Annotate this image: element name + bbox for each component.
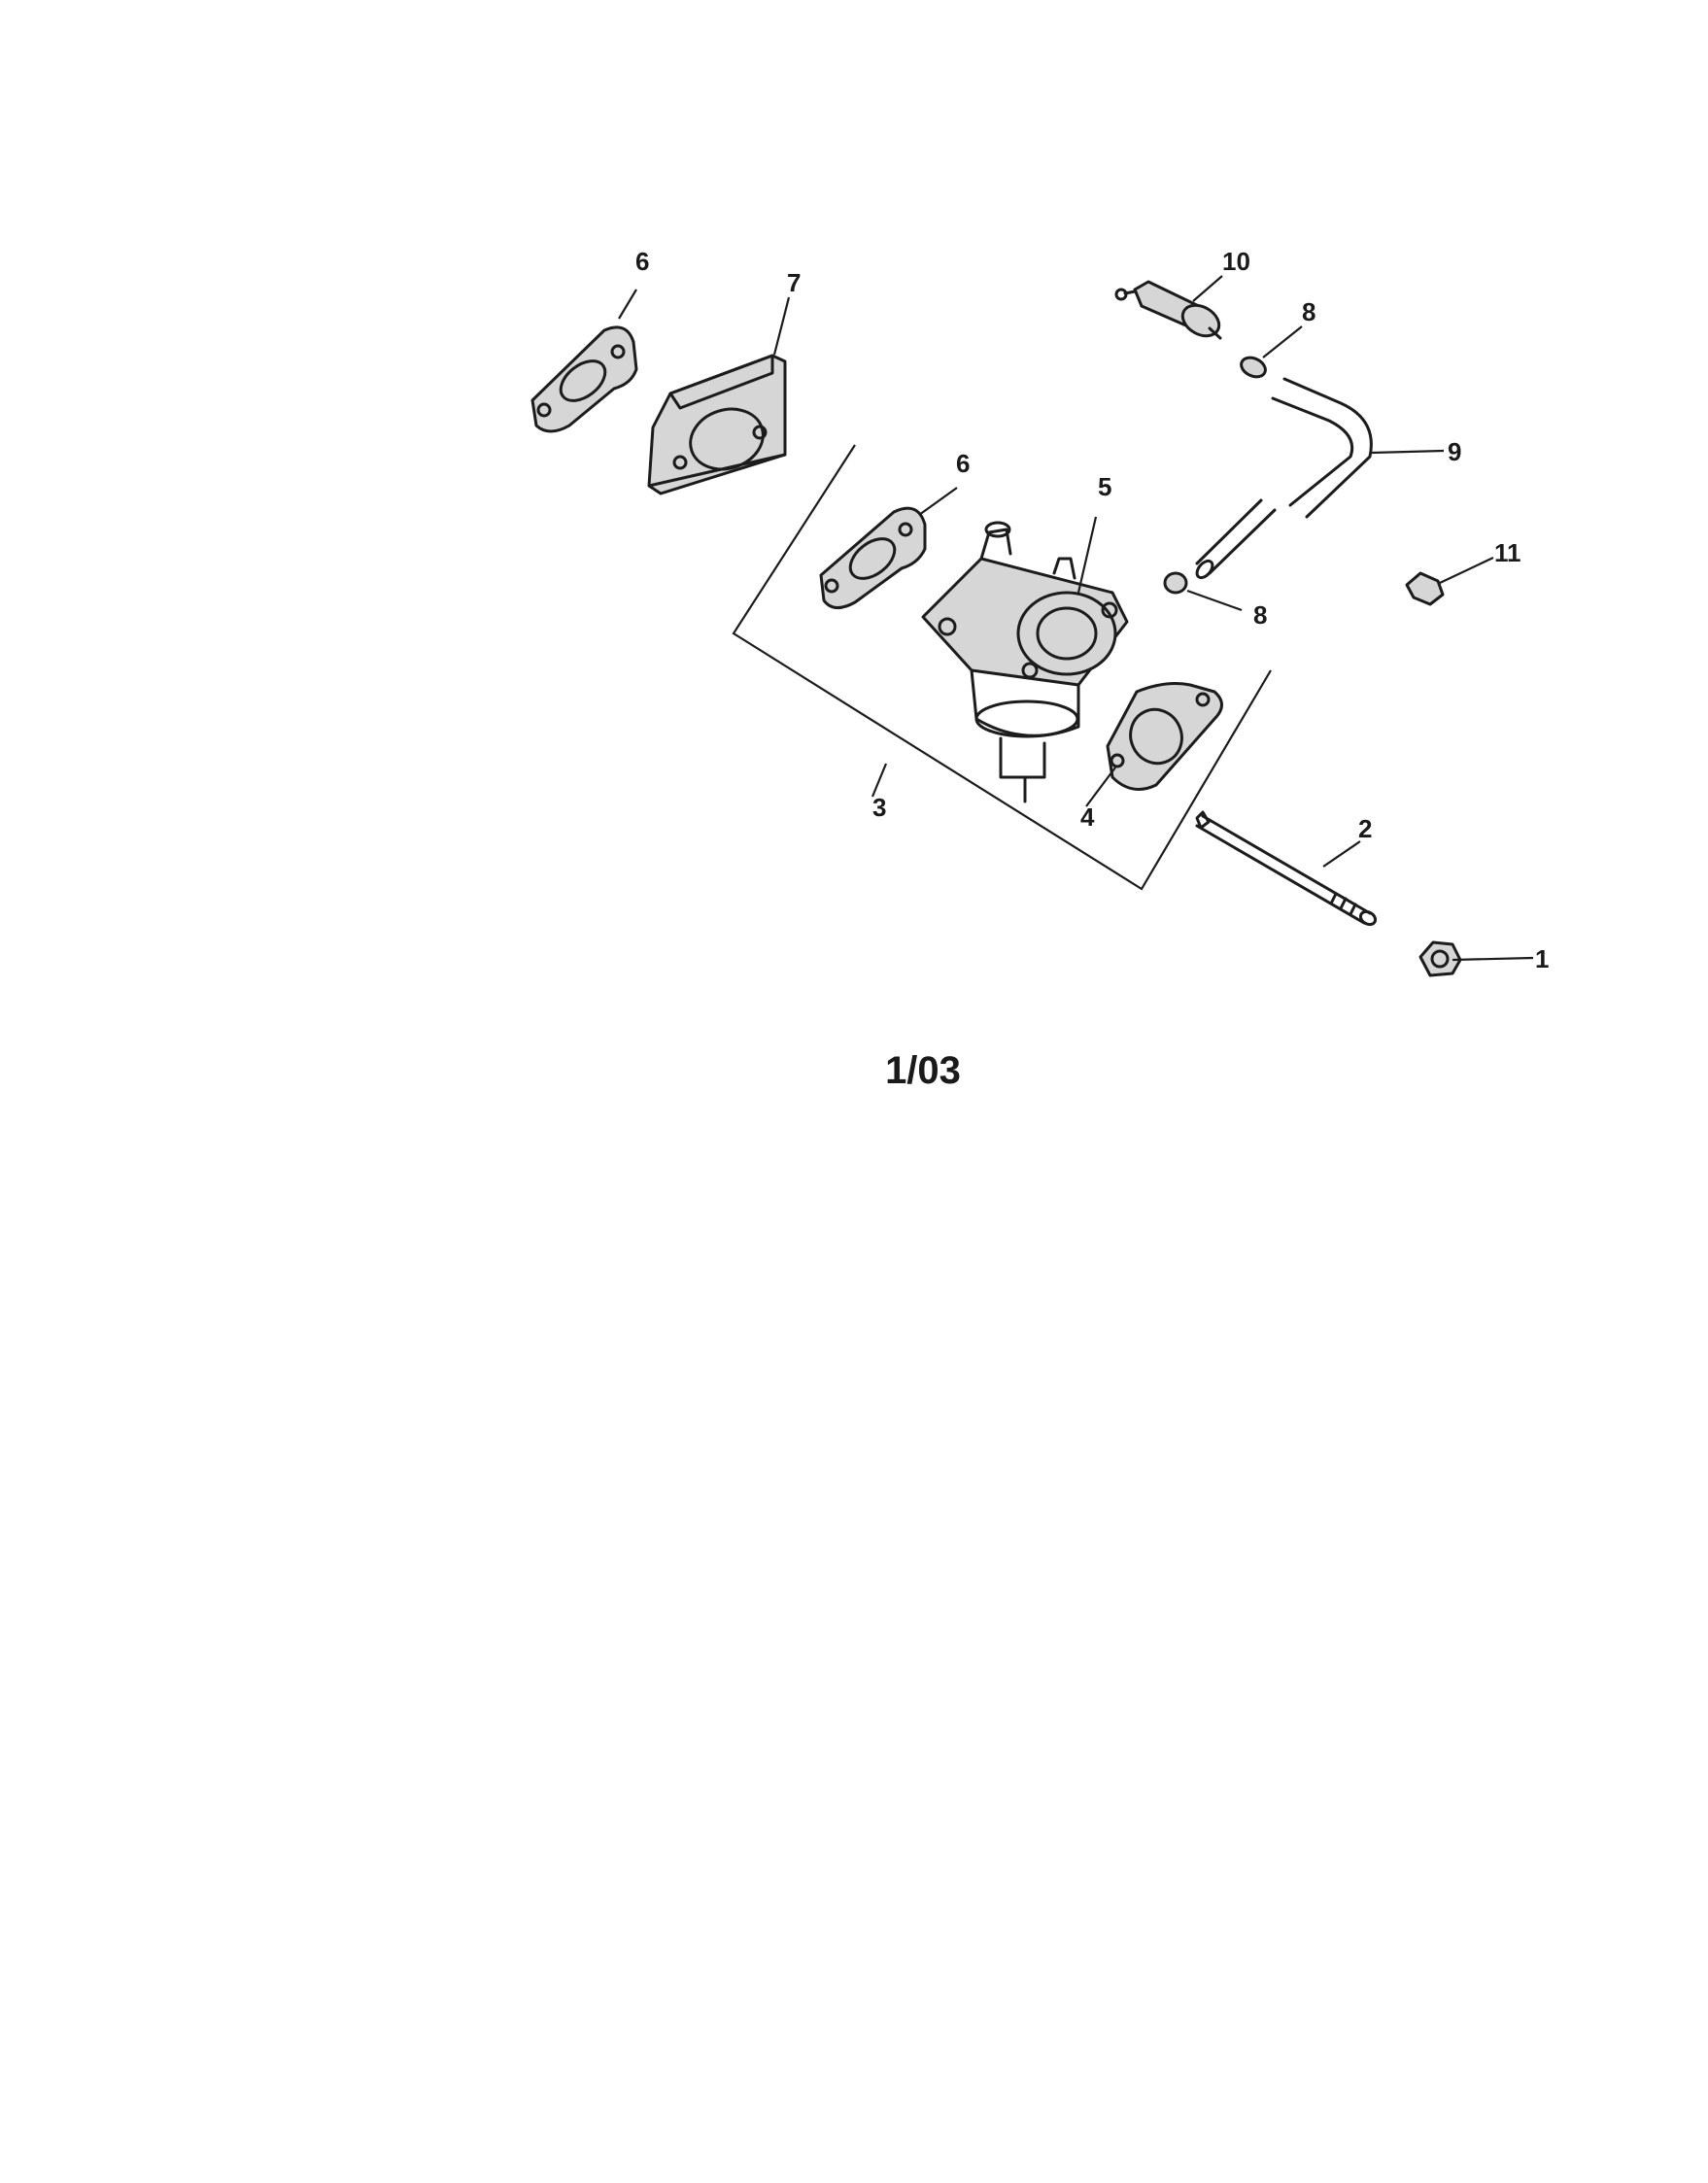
callout-1: 1: [1535, 944, 1549, 973]
callout-7: 7: [787, 268, 801, 297]
callout-3: 3: [872, 793, 886, 822]
callout-labels: 1 2 3 4 5 6 6 7 8 8 9 10 11: [635, 247, 1549, 973]
carburetor-assembly-outline: [732, 444, 1272, 891]
hose-clamp-part-8-upper: [1240, 356, 1267, 379]
stud-part-2: [1195, 810, 1378, 927]
callout-11: 11: [1494, 538, 1521, 567]
callout-6-lower: 6: [956, 449, 970, 478]
spacer-plate-part-7: [647, 354, 787, 495]
gasket-part-6-lower: [819, 506, 927, 609]
callout-5: 5: [1098, 472, 1111, 501]
revision-date: 1/03: [885, 1049, 961, 1092]
hose-clamp-part-8-lower: [1163, 571, 1188, 595]
callout-8-lower: 8: [1253, 600, 1267, 630]
callout-4: 4: [1080, 802, 1095, 832]
gasket-part-6-upper: [530, 325, 638, 433]
callout-2: 2: [1358, 814, 1372, 843]
carburetor-part-5: [921, 521, 1129, 803]
gasket-part-4: [1106, 682, 1223, 791]
callout-6-upper: 6: [635, 247, 649, 276]
fuel-hose-part-9: [1195, 377, 1373, 580]
callout-9: 9: [1448, 437, 1461, 466]
exploded-parts-diagram: 1 2 3 4 5 6 6 7 8 8 9 10 11: [530, 247, 1549, 977]
leader-lines: [618, 275, 1534, 962]
callout-8-upper: 8: [1302, 297, 1315, 326]
clip-part-11: [1405, 571, 1445, 606]
fuel-filter-part-10: [1114, 280, 1222, 340]
nut-part-1: [1418, 940, 1462, 977]
callout-10: 10: [1222, 247, 1250, 276]
